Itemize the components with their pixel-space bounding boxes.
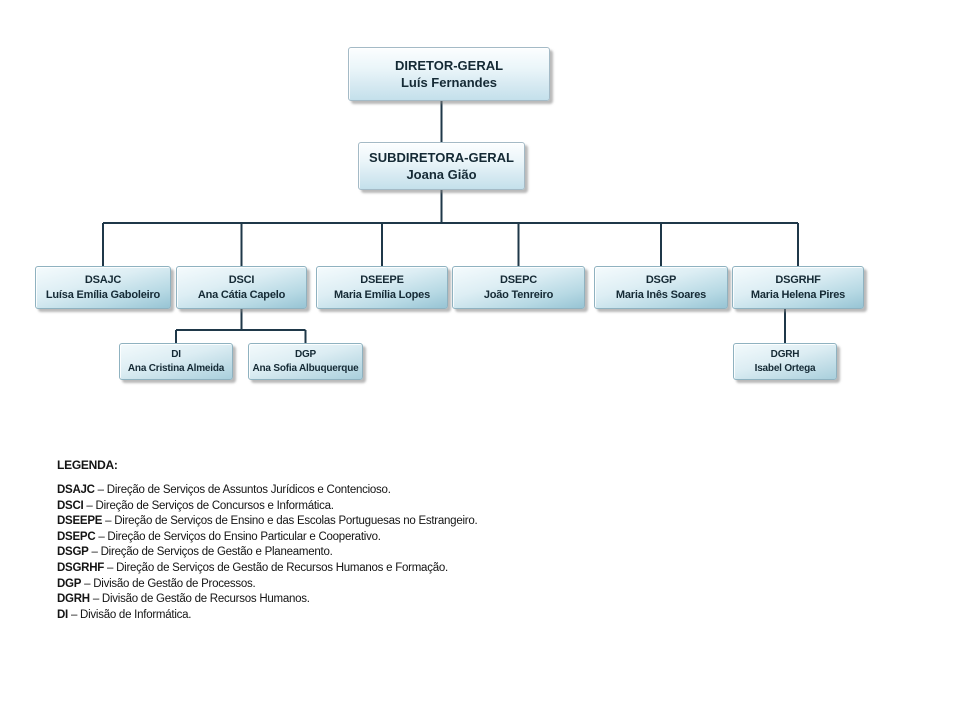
legend-title: LEGENDA: [57,458,118,472]
node-title: DI [171,349,181,360]
org-node-dseepe: DSEEPE Maria Emília Lopes [316,266,448,309]
node-title: DGP [294,349,317,360]
org-node-dsajc: DSAJC Luísa Emília Gaboleiro [35,266,171,309]
node-title: DSGP [645,273,677,286]
legend-item-code: DSGRHF [57,561,105,574]
legend-item-code: DGRH [57,593,90,606]
legend-item: DSGRHF – Direção de Serviços de Gestão d… [57,561,477,577]
legend-item-description: – Direção de Serviços do Ensino Particul… [95,530,381,543]
node-person-name: Maria Emília Lopes [333,288,431,301]
node-title: DIRETOR-GERAL [394,58,504,73]
node-person-name: Maria Inês Soares [615,288,707,301]
org-node-dsci: DSCI Ana Cátia Capelo [176,266,307,309]
org-node-subdiretora-geral: SUBDIRETORA-GERAL Joana Gião [358,142,525,190]
legend-item: DGP – Divisão de Gestão de Processos. [57,577,477,593]
node-person-name: Isabel Ortega [754,362,816,374]
node-person-name: João Tenreiro [483,288,554,301]
node-person-name: Luís Fernandes [400,75,498,90]
node-person-name: Luísa Emília Gaboleiro [45,288,161,301]
node-title: DSGRHF [775,273,821,286]
legend-item-code: DSCI [57,499,84,512]
node-title: DSEEPE [360,273,404,286]
legend-item-code: DSAJC [57,484,95,496]
org-node-dsgp: DSGP Maria Inês Soares [594,266,728,309]
org-node-dsepc: DSEPC João Tenreiro [452,266,585,309]
legend-item-description: – Divisão de Gestão de Recursos Humanos. [89,593,310,606]
legend-item-description: – Direção de Serviços de Ensino e das Es… [102,515,478,528]
legend-item-description: – Direção de Serviços de Assuntos Jurídi… [94,484,391,496]
node-title: DSAJC [84,273,122,286]
legend-item-code: DSEPC [57,530,96,543]
node-person-name: Ana Cátia Capelo [197,288,286,301]
node-person-name: Ana Sofia Albuquerque [252,362,359,374]
legend: LEGENDA: DSAJC – Direção de Serviços de … [57,458,478,624]
legend-items: DSAJC – Direção de Serviços de Assuntos … [57,483,478,624]
legend-item-description: – Divisão de Gestão de Processos. [81,577,256,590]
node-person-name: Maria Helena Pires [750,288,846,301]
legend-item: DSCI – Direção de Serviços de Concursos … [57,499,477,515]
org-node-diretor-geral: DIRETOR-GERAL Luís Fernandes [348,47,550,101]
node-title: DSCI [228,273,255,286]
legend-item: DI – Divisão de Informática. [57,608,477,624]
node-person-name: Joana Gião [406,167,477,182]
legend-item-description: – Divisão de Informática. [68,608,192,621]
org-node-dgp: DGP Ana Sofia Albuquerque [248,343,363,380]
legend-item-code: DSGP [57,546,89,559]
node-title: DGRH [770,349,800,360]
legend-item: DGRH – Divisão de Gestão de Recursos Hum… [57,592,477,608]
legend-item: DSEEPE – Direção de Serviços de Ensino e… [57,514,478,530]
legend-item: DSGP – Direção de Serviços de Gestão e P… [57,545,477,561]
node-title: DSEPC [500,273,537,286]
legend-item: DSEPC – Direção de Serviços do Ensino Pa… [57,530,477,546]
legend-item-description: – Direção de Serviços de Concursos e Inf… [83,499,334,512]
legend-item-code: DSEEPE [57,515,103,528]
legend-item: DSAJC – Direção de Serviços de Assuntos … [57,483,477,499]
org-node-dgrh: DGRH Isabel Ortega [733,343,837,380]
org-node-di: DI Ana Cristina Almeida [119,343,233,380]
legend-item-description: – Direção de Serviços de Gestão de Recur… [104,561,448,574]
legend-item-description: – Direção de Serviços de Gestão e Planea… [88,546,333,559]
legend-item-code: DGP [57,577,82,590]
node-person-name: Ana Cristina Almeida [127,362,225,374]
org-node-dsgrhf: DSGRHF Maria Helena Pires [732,266,864,309]
legend-item-code: DI [57,608,68,621]
node-title: SUBDIRETORA-GERAL [369,150,514,165]
